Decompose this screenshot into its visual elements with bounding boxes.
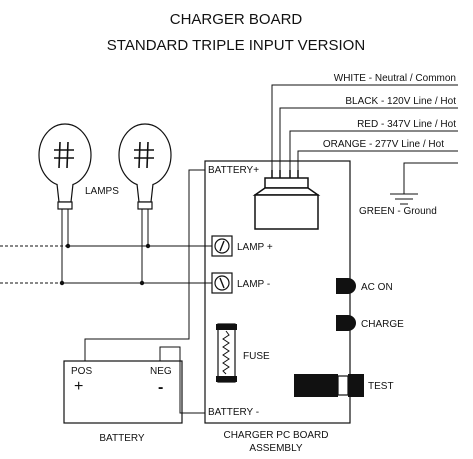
- test-switch: [294, 374, 364, 397]
- lamp-2: [118, 123, 172, 210]
- wire-label-red: RED - 347V Line / Hot: [357, 119, 456, 130]
- title-line2: STANDARD TRIPLE INPUT VERSION: [107, 37, 365, 54]
- lamp-minus-label: LAMP -: [237, 279, 270, 290]
- wire-label-black: BLACK - 120V Line / Hot: [345, 96, 456, 107]
- battery-minus-label: BATTERY -: [208, 407, 259, 418]
- lamp-wiring-dashed: [0, 245, 68, 284]
- lamp-plus-label: LAMP +: [237, 242, 273, 253]
- lamp-plus-terminal: [211, 235, 233, 257]
- battery-label: BATTERY: [99, 433, 145, 444]
- board-caption-line2: ASSEMBLY: [249, 443, 302, 454]
- title-line1: CHARGER BOARD: [170, 11, 303, 28]
- battery-pos-sign: +: [74, 378, 83, 395]
- grid-icon: [134, 141, 154, 169]
- transformer: [252, 170, 321, 230]
- grid-icon: [54, 141, 74, 169]
- charge-label: CHARGE: [361, 319, 404, 330]
- ac-on-label: AC ON: [361, 282, 393, 293]
- fuse: [216, 323, 237, 383]
- battery-neg-label: NEG: [150, 366, 172, 377]
- battery-pos-label: POS: [71, 366, 92, 377]
- lamp-1: [38, 123, 92, 210]
- battery-plus-label: BATTERY+: [208, 165, 259, 176]
- lamp-minus-terminal: [211, 272, 233, 294]
- fuse-label: FUSE: [243, 351, 270, 362]
- board-caption-line1: CHARGER PC BOARD: [223, 430, 328, 441]
- wire-label-orange: ORANGE - 277V Line / Hot: [323, 139, 444, 150]
- wire-label-green: GREEN - Ground: [359, 206, 437, 217]
- wire-label-white: WHITE - Neutral / Common: [334, 73, 456, 84]
- ground-wire: [390, 162, 458, 205]
- lamp-wiring-junctions: [59, 243, 151, 286]
- test-label: TEST: [368, 381, 394, 392]
- charge-led-icon: [336, 315, 356, 331]
- lamps-label: LAMPS: [85, 186, 119, 197]
- ac-on-led-icon: [336, 278, 356, 294]
- battery-wiring: [84, 169, 205, 414]
- battery: [63, 360, 183, 424]
- battery-neg-sign: -: [158, 379, 163, 396]
